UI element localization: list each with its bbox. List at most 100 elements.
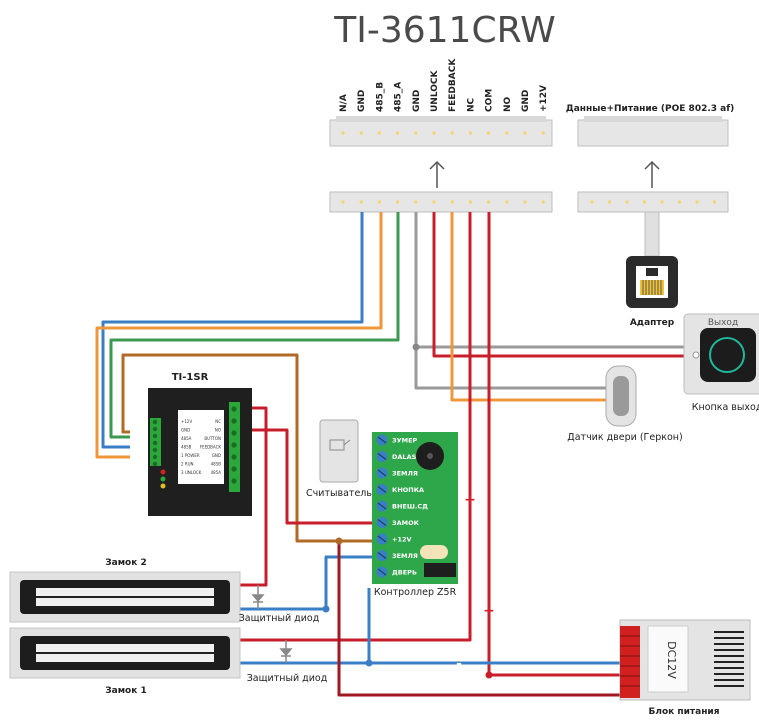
lock1-label: Замок 1 [105,686,147,696]
ti1sr-left-screw [152,447,158,453]
ti1sr-right-screw [231,430,237,436]
poe-arrow-icon [644,160,660,188]
exit-button-label: Кнопка выхода [692,402,759,413]
adapter-label: Адаптер [630,318,675,328]
lock2-label: Замок 2 [105,558,147,568]
plug-pin-dot [396,200,400,204]
exit-button [683,313,759,395]
plus-sign-2: + [483,603,495,619]
pin-label: GND [521,90,531,112]
ti1sr-right-term-label: 485B [211,462,222,467]
ti1sr-right-screw [231,466,237,472]
controller-terminal-label: ЗУМЕР [392,437,418,445]
ti1sr-left-term-label: 1 POWER [181,453,200,458]
screw-slot [377,469,387,477]
ti1sr-right-screw [231,406,237,412]
plug-pin-dot [487,200,491,204]
poe-pin-dot [642,200,647,204]
screw-slot [377,519,387,526]
header-pin-dot [523,131,527,135]
screw-slot [377,436,387,444]
main-connector-plug [329,191,553,213]
ti1sr-module [148,388,252,516]
ti1sr-left-screw [152,433,158,439]
psu-label: Блок питания [649,707,720,717]
ti1sr-right-term-label: FEEDBACK [200,445,222,450]
plus-sign-1: + [464,492,476,508]
poe-pin-dot [712,200,717,204]
ti1sr-left-term-label: 2 RUN [181,462,194,467]
pin-label: GND [412,90,422,112]
wire-red-12v [487,212,620,677]
poe-pin-dot [590,200,594,204]
header-pin-dot [377,131,381,135]
header-pin-dot [341,131,345,135]
junction-dots [322,343,493,679]
controller-terminal-label: ЗЕМЛЯ [392,552,418,560]
pin-label: NC [466,97,476,112]
pin-label: +12V [539,85,549,112]
plug-pin-dot [359,200,363,204]
pin-label: 485_B [375,82,385,112]
controller-terminal-label: ЗЕМЛЯ [392,470,418,478]
wire-grey-a [414,212,610,390]
controller-terminal-label: +12V [392,536,412,544]
plug-pin-dot [505,200,509,204]
screw-slot [377,535,387,543]
wire-gnd [109,212,400,439]
plug-pin-dot [377,200,381,204]
wire-red-ti1sr-lock2 [240,406,268,587]
ti1sr-left-term-label: +12V [181,419,192,424]
diagram-title: TI-3611CRW [333,10,556,51]
diode2-label: Защитный диод [247,673,328,684]
poe-connector-header [577,116,729,147]
lock1 [9,627,241,679]
wire-orange-nc [450,212,610,402]
ti1sr-right-screw [231,418,237,424]
poe-pin-dot [677,200,682,204]
screw-slot [377,552,387,559]
pin-label: N/A [339,94,349,112]
pin-label: NO [503,96,513,112]
screw-slot [377,486,387,493]
controller-terminals: ЗУМЕР DALAS ЗЕМЛЯ КНОПКА ВНЕШ.СД ЗАМОК +12V ЗЕМ… [376,434,428,578]
poe-pin-dot [625,200,629,204]
diode1-label: Защитный диод [239,613,320,624]
reader-icon [319,419,359,483]
wire-red-ti1sr-z5r [250,428,381,525]
controller-terminal-label: КНОПКА [392,486,424,494]
controller-terminal-label: DALAS [392,453,417,461]
door-sensor-label: Датчик двери (Геркон) [567,432,682,443]
pin-label: FEEDBACK [448,58,458,112]
psu-face: DC12V [665,641,678,679]
power-supply [619,619,751,701]
exit-button-face: Выход [708,318,738,328]
wires [95,212,690,697]
screw-slot [377,502,387,510]
header-pin-dot [396,131,400,135]
wire-brown [121,353,381,543]
diode1-icon [251,585,265,609]
wire-darkred-lock1 [337,541,620,697]
pin-label: GND [357,90,367,112]
wire-blue-gnd1 [240,555,381,611]
controller-terminal-label: ВНЕШ.СД [392,503,428,511]
ti1sr-left-term-label: GND [181,428,190,433]
ti1sr-left-term-label: 485A [181,436,192,441]
header-pin-dot [432,131,436,135]
ti1sr-left-screw [152,419,158,425]
controller-terminal-label: ЗАМОК [392,519,420,527]
ti1sr-right-term-label: 485A [211,470,222,475]
reader-label: Считыватель [306,488,372,499]
connector-arrow-icon [429,160,445,188]
ti1sr-right-term-label: NO [215,428,221,433]
poe-pin-dot [607,200,612,204]
wire-485a [95,212,383,459]
poe-pin-dot [660,200,664,204]
wire-red-controller [240,212,472,642]
header-pin-dot [505,131,509,135]
ti1sr-right-screw [231,478,237,484]
plug-pin-dot [523,200,527,204]
